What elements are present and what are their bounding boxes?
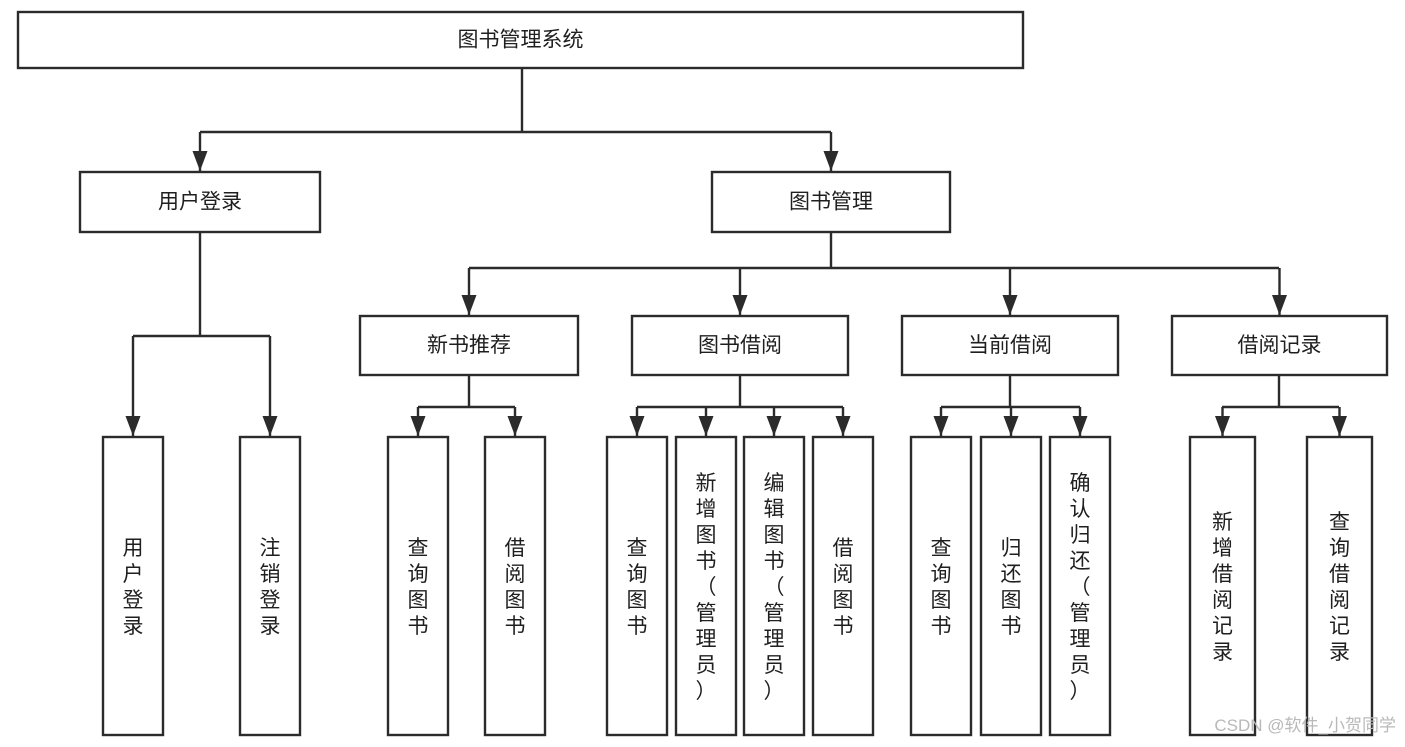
arrow-head-icon bbox=[1332, 416, 1347, 436]
node-box bbox=[674, 435, 738, 737]
node-box bbox=[358, 314, 580, 377]
node-box bbox=[1305, 435, 1374, 737]
node-box bbox=[1188, 435, 1257, 737]
node-box bbox=[605, 435, 669, 737]
node-leaf-user-login-1[interactable]: 用户登录 bbox=[101, 435, 165, 737]
node-label: 查询图书 bbox=[931, 537, 952, 638]
node-label: 图书借阅 bbox=[698, 334, 782, 357]
connector-layer bbox=[125, 68, 1347, 436]
node-label: 图书管理系统 bbox=[458, 29, 584, 52]
node-leaf-new-book-recommend-1[interactable]: 查询图书 bbox=[386, 435, 450, 737]
node-leaf-borrow-records-2[interactable]: 查询借阅记录 bbox=[1305, 435, 1374, 737]
arrow-head-icon bbox=[1215, 416, 1230, 436]
node-submodule-2[interactable]: 图书借阅 bbox=[630, 314, 850, 377]
node-box bbox=[710, 170, 952, 234]
node-leaf-book-borrow-2[interactable]: 新增图书（管理员） bbox=[674, 435, 738, 737]
node-box bbox=[1170, 314, 1389, 377]
arrow-head-icon bbox=[192, 151, 208, 171]
node-module-1[interactable]: 用户登录 bbox=[78, 170, 322, 234]
node-label: 用户登录 bbox=[123, 537, 144, 638]
arrow-head-icon bbox=[1002, 295, 1018, 315]
node-box bbox=[742, 435, 806, 737]
node-label: 查询借阅记录 bbox=[1329, 511, 1350, 664]
arrow-head-icon bbox=[461, 295, 477, 315]
node-label: 归还图书 bbox=[1001, 537, 1022, 638]
node-box bbox=[909, 435, 973, 737]
node-submodule-4[interactable]: 借阅记录 bbox=[1170, 314, 1389, 377]
arrow-head-icon bbox=[125, 416, 141, 436]
node-label: 新书推荐 bbox=[427, 334, 511, 357]
arrow-head-icon bbox=[1272, 295, 1287, 315]
node-box bbox=[979, 435, 1043, 737]
node-label: 借阅图书 bbox=[833, 537, 854, 638]
node-box bbox=[900, 314, 1120, 377]
node-box bbox=[1048, 435, 1112, 737]
node-label: 图书管理 bbox=[789, 191, 873, 214]
arrow-head-icon bbox=[1003, 416, 1019, 436]
node-leaf-book-borrow-1[interactable]: 查询图书 bbox=[605, 435, 669, 737]
node-label: 用户登录 bbox=[158, 191, 242, 214]
node-leaf-current-borrow-1[interactable]: 查询图书 bbox=[909, 435, 973, 737]
node-box bbox=[811, 435, 875, 737]
node-leaf-user-login-2[interactable]: 注销登录 bbox=[238, 435, 302, 737]
arrow-head-icon bbox=[835, 416, 851, 436]
node-submodule-1[interactable]: 新书推荐 bbox=[358, 314, 580, 377]
node-box bbox=[630, 314, 850, 377]
arrow-head-icon bbox=[732, 295, 748, 315]
node-leaf-borrow-records-1[interactable]: 新增借阅记录 bbox=[1188, 435, 1257, 737]
node-layer: 图书管理系统用户登录图书管理新书推荐图书借阅当前借阅借阅记录用户登录注销登录查询… bbox=[16, 10, 1389, 737]
node-leaf-current-borrow-2[interactable]: 归还图书 bbox=[979, 435, 1043, 737]
arrow-head-icon bbox=[698, 416, 714, 436]
node-leaf-new-book-recommend-2[interactable]: 借阅图书 bbox=[483, 435, 547, 737]
arrow-head-icon bbox=[262, 416, 278, 436]
arrow-head-icon bbox=[823, 151, 839, 171]
node-box bbox=[101, 435, 165, 737]
node-module-2[interactable]: 图书管理 bbox=[710, 170, 952, 234]
node-label: 编辑图书（管理员） bbox=[764, 472, 785, 703]
node-box bbox=[78, 170, 322, 234]
node-label: 查询图书 bbox=[627, 537, 648, 638]
node-box bbox=[16, 10, 1025, 70]
node-box bbox=[386, 435, 450, 737]
arrow-head-icon bbox=[933, 416, 949, 436]
node-box bbox=[483, 435, 547, 737]
arrow-head-icon bbox=[766, 416, 782, 436]
node-root-system[interactable]: 图书管理系统 bbox=[16, 10, 1025, 70]
node-label: 当前借阅 bbox=[968, 334, 1052, 357]
arrow-head-icon bbox=[410, 416, 426, 436]
csdn-watermark: CSDN @软件_小贺同学 bbox=[1214, 716, 1396, 735]
node-label: 借阅图书 bbox=[505, 537, 526, 638]
node-leaf-book-borrow-4[interactable]: 借阅图书 bbox=[811, 435, 875, 737]
node-label: 注销登录 bbox=[260, 537, 281, 638]
node-submodule-3[interactable]: 当前借阅 bbox=[900, 314, 1120, 377]
node-label: 查询图书 bbox=[408, 537, 429, 638]
arrow-head-icon bbox=[507, 416, 523, 436]
node-label: 确认归还（管理员） bbox=[1070, 472, 1091, 703]
node-label: 新增借阅记录 bbox=[1212, 511, 1233, 664]
arrow-head-icon bbox=[629, 416, 645, 436]
node-leaf-current-borrow-3[interactable]: 确认归还（管理员） bbox=[1048, 435, 1112, 737]
arrow-head-icon bbox=[1072, 416, 1088, 436]
node-label: 借阅记录 bbox=[1238, 334, 1322, 357]
node-box bbox=[238, 435, 302, 737]
node-label: 新增图书（管理员） bbox=[696, 472, 717, 703]
node-leaf-book-borrow-3[interactable]: 编辑图书（管理员） bbox=[742, 435, 806, 737]
